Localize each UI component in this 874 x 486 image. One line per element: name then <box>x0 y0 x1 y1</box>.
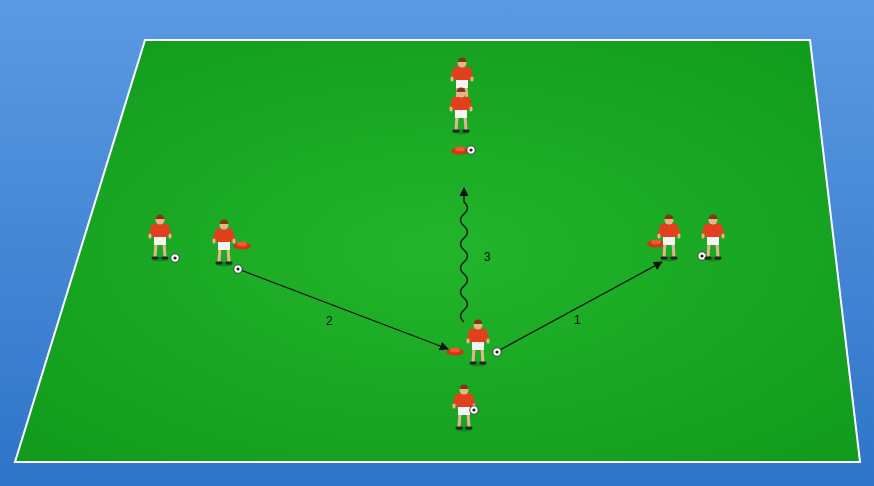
pass-arrow <box>238 269 448 349</box>
player <box>214 220 234 267</box>
callout-number: 2 <box>326 314 333 328</box>
player <box>150 215 170 262</box>
player <box>468 320 488 367</box>
pitch <box>15 40 860 462</box>
player <box>451 88 471 135</box>
cone <box>233 242 251 250</box>
callout-number: 1 <box>574 313 581 327</box>
callout-number: 3 <box>484 250 491 264</box>
ball <box>493 348 501 356</box>
cone <box>451 147 469 155</box>
player <box>703 215 723 262</box>
player <box>659 215 679 262</box>
pass-arrow <box>498 262 662 351</box>
ball <box>234 265 242 273</box>
dribble-arrow <box>461 188 468 322</box>
ball <box>171 254 179 262</box>
ball <box>470 406 478 414</box>
cone <box>647 240 665 248</box>
ball <box>467 146 475 154</box>
cone <box>446 348 464 356</box>
